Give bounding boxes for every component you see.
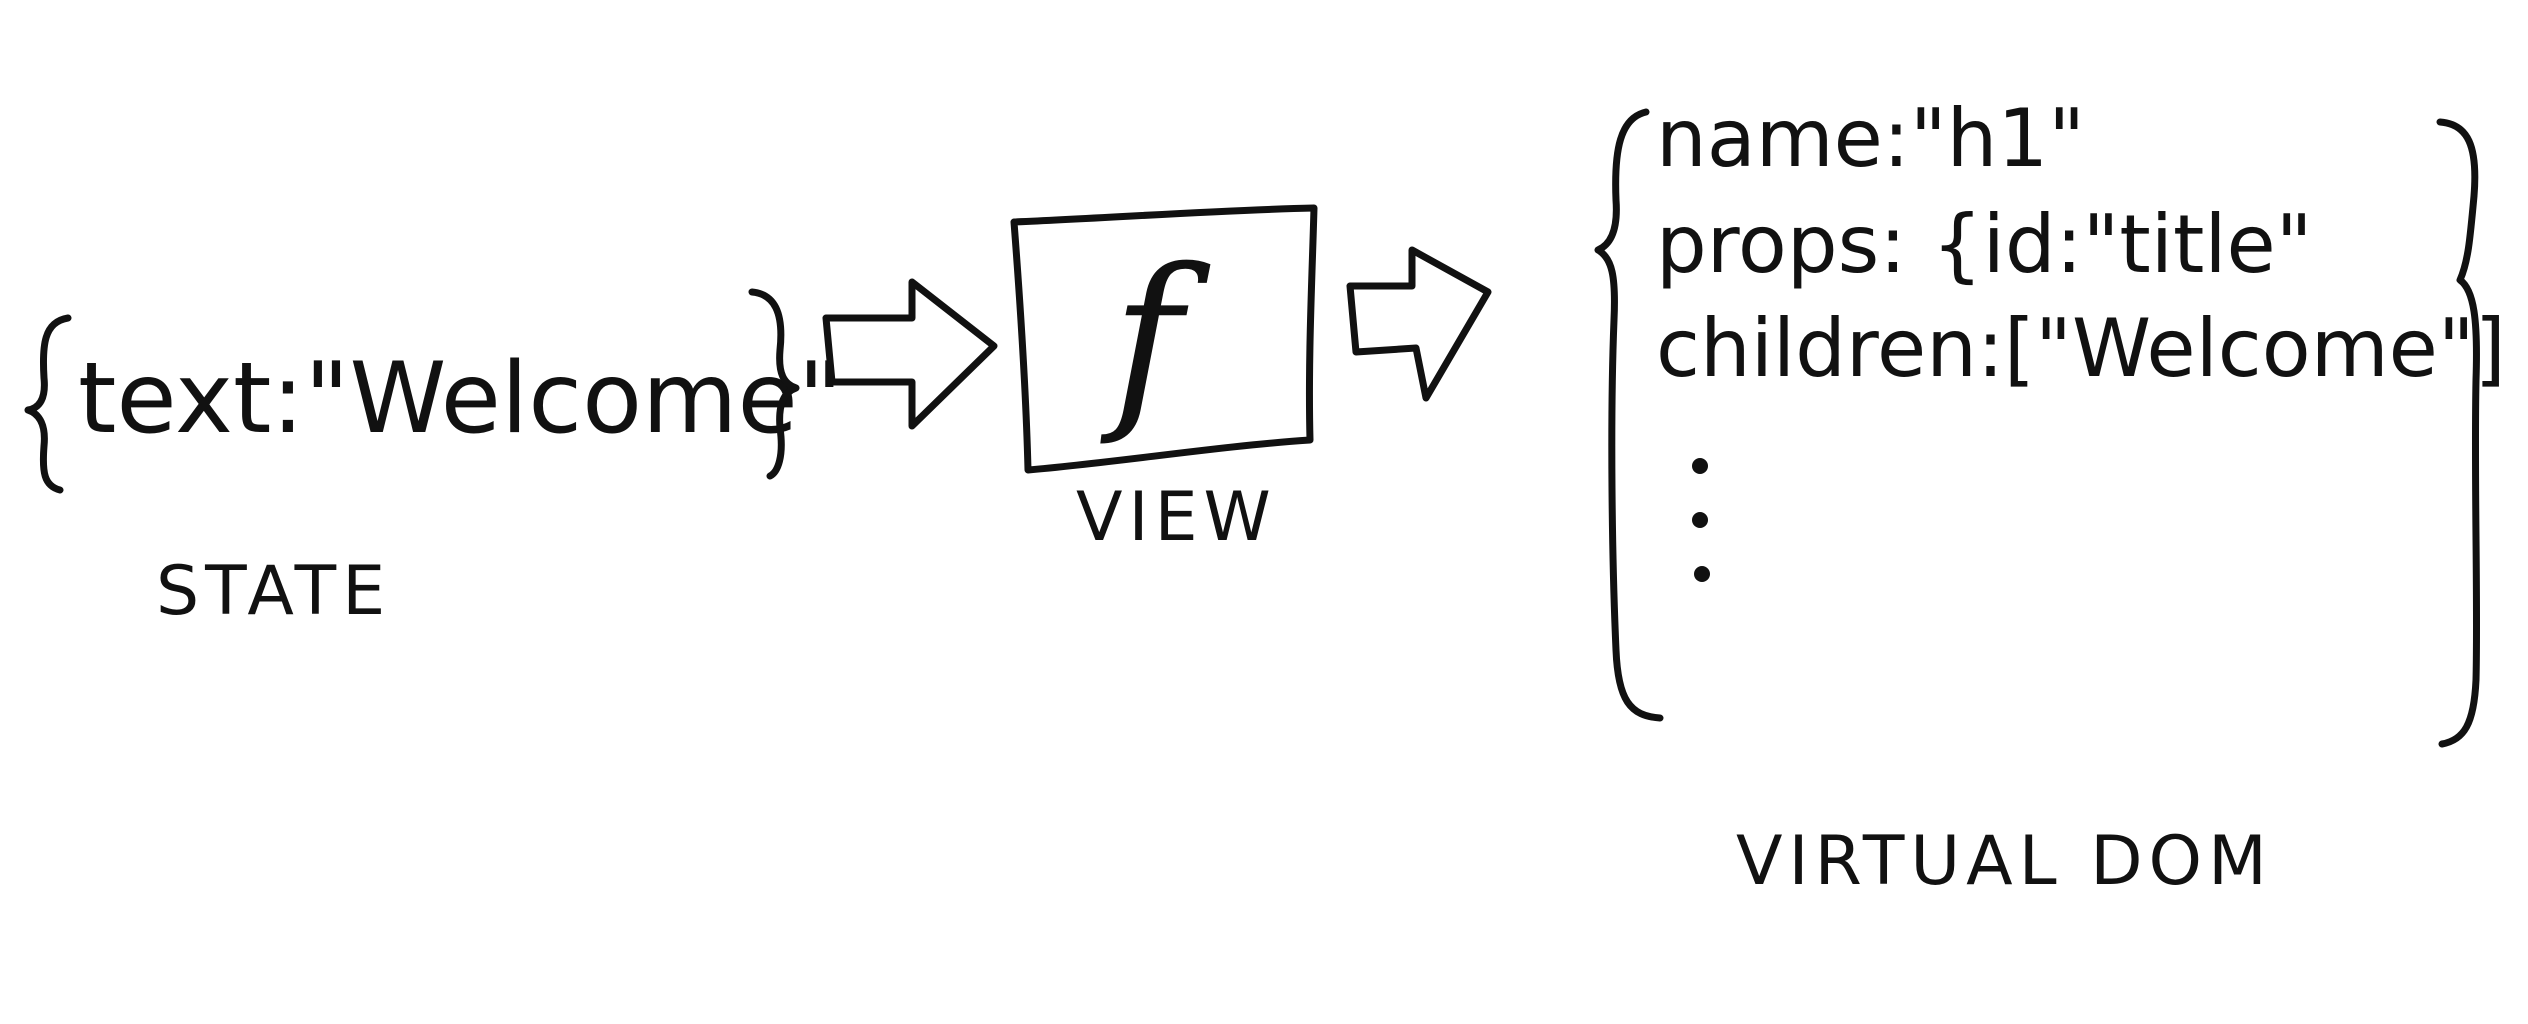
virtual-dom-ellipsis-dot-3	[1694, 566, 1710, 582]
view-function-symbol: f	[1100, 228, 1211, 449]
virtual-dom-left-brace	[1594, 108, 1664, 722]
state-object-text: text:"Welcome"	[78, 342, 843, 456]
state-right-brace	[748, 288, 800, 480]
arrow-state-to-view	[822, 278, 998, 430]
virtual-dom-right-brace	[2436, 118, 2481, 748]
virtual-dom-ellipsis-dot-1	[1692, 458, 1708, 474]
view-function-box	[1010, 204, 1318, 474]
virtual-dom-line-1: name:"h1"	[1656, 92, 2085, 185]
state-group: text:"Welcome" STATE	[24, 288, 843, 631]
view-caption: VIEW	[1076, 478, 1277, 557]
state-left-brace	[24, 314, 72, 494]
virtual-dom-caption: VIRTUAL DOM	[1736, 822, 2273, 901]
virtual-dom-group: name:"h1" props: {id:"title" children:["…	[1594, 92, 2506, 901]
view-group: f VIEW	[1010, 204, 1318, 557]
virtual-dom-line-3: children:["Welcome"]	[1656, 302, 2506, 395]
state-caption: STATE	[156, 552, 391, 631]
virtual-dom-ellipsis-dot-2	[1692, 512, 1708, 528]
virtual-dom-line-2: props: {id:"title"	[1656, 198, 2313, 291]
arrow-view-to-virtual-dom	[1346, 246, 1492, 402]
